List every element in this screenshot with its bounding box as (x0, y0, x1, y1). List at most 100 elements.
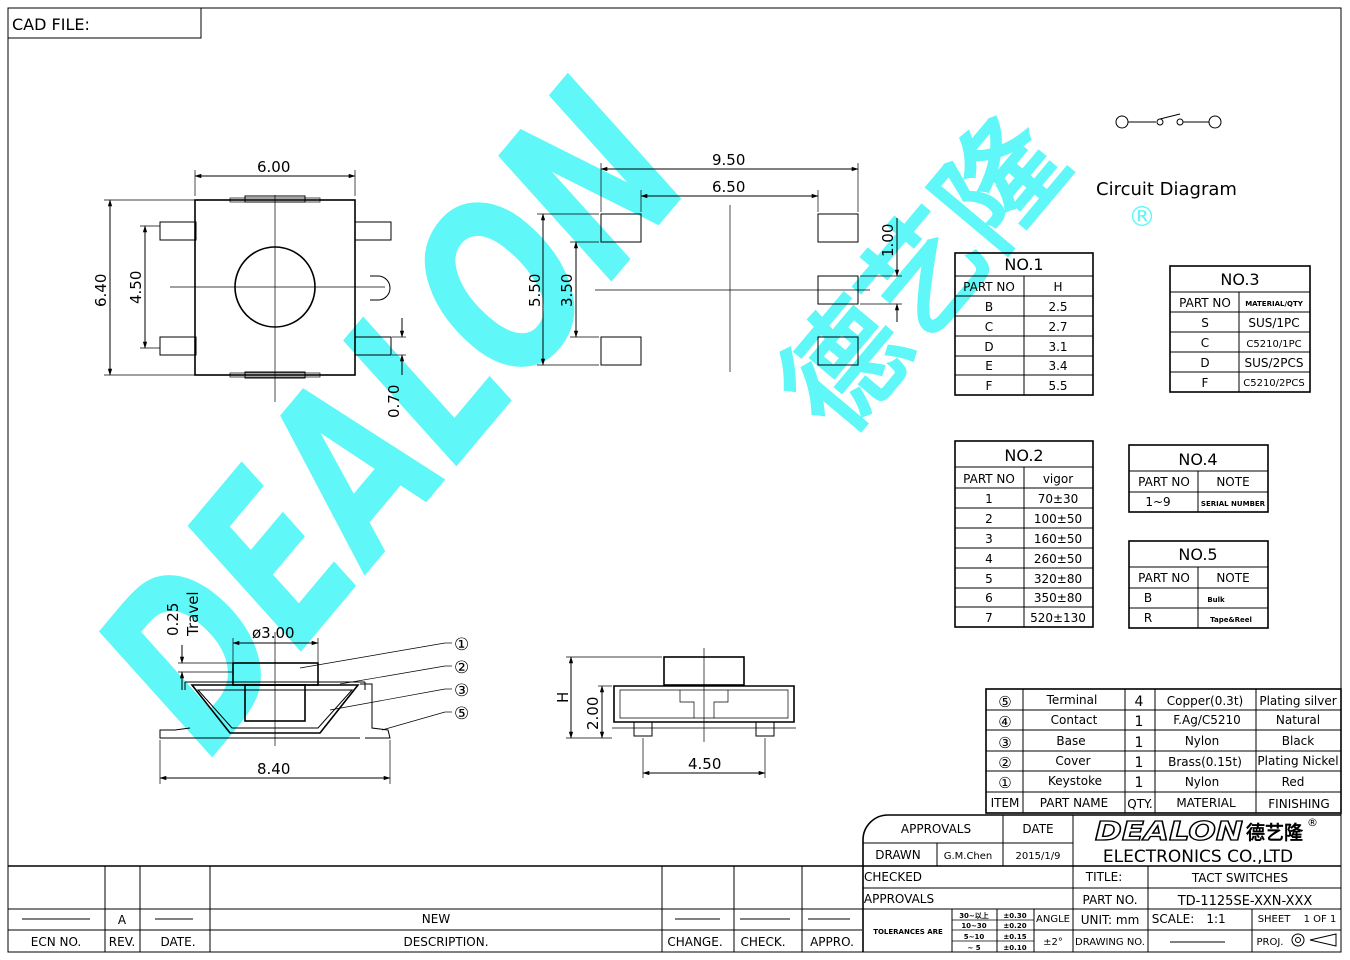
callout-1: ① (454, 635, 469, 655)
dim-front-h: H (554, 692, 572, 703)
logo-registered: ® (1307, 816, 1318, 829)
cad-file-box (7, 7, 202, 39)
table-cell: C5210/2PCS (1243, 378, 1305, 389)
dim-side-length: 8.40 (257, 760, 290, 778)
bom-cell: Plating Nickel (1257, 754, 1338, 768)
bom-cell: Red (1282, 775, 1305, 789)
revision-header: REV. (109, 935, 135, 949)
dim-top-inner-height: 4.50 (127, 271, 145, 304)
revision-header: CHECK. (740, 935, 785, 949)
watermark-registered-mark: ® (1128, 200, 1156, 233)
tolerance-cell: ±0.20 (1003, 922, 1026, 930)
dim-front-width: 4.50 (688, 755, 721, 773)
table-cell: 70±30 (1038, 492, 1079, 506)
bom-cell: 1 (1135, 775, 1144, 791)
title-block: APPROVALS DATE DRAWN G.M.Chen 2015/1/9 C… (8, 814, 1341, 952)
table-cell: 160±50 (1034, 532, 1082, 546)
callout-3: ③ (454, 681, 469, 701)
table-no3: NO.3 PART NO MATERIAL/QTY S SUS/1PC C C5… (1169, 265, 1311, 393)
bom-cell: ① (998, 774, 1011, 792)
side-section-view: 0.25 Travel ø3.00 8.40 ① ② ③ ⑤ (159, 591, 469, 784)
table-no5-header: NOTE (1216, 571, 1249, 585)
logo-cn: 德艺隆 (1246, 821, 1304, 844)
angle-value: ±2° (1043, 937, 1063, 948)
table-no1-title: NO.1 (1004, 255, 1043, 274)
table-no2-title: NO.2 (1004, 446, 1043, 465)
dim-travel-value: 0.25 (164, 603, 182, 636)
table-no3-title: NO.3 (1220, 270, 1259, 289)
bom-cell: Nylon (1185, 734, 1219, 748)
table-no5-header: PART NO (1138, 571, 1190, 585)
title-value: TACT SWITCHES (1191, 871, 1288, 885)
front-view: H 2.00 4.50 (554, 648, 796, 778)
bom-cell: 4 (1135, 694, 1144, 710)
callout-2: ② (454, 658, 469, 678)
bom-cell: F.Ag/C5210 (1173, 713, 1241, 727)
unit-label: UNIT: mm (1081, 913, 1140, 927)
table-cell: SERIAL NUMBER (1201, 500, 1266, 508)
tolerances-label: TOLERANCES ARE (873, 928, 943, 936)
table-no1-rows: B 2.5 C 2.7 D 3.1 E 3.4 F 5.5 (984, 300, 1067, 393)
proj-label: PROJ. (1257, 937, 1284, 948)
table-cell: 350±80 (1034, 591, 1082, 605)
scale-label: SCALE: (1152, 912, 1195, 926)
table-cell: F (986, 379, 993, 393)
table-cell: C (985, 320, 993, 334)
dim-pad-inner-width: 6.50 (712, 178, 745, 196)
table-cell: 1~9 (1145, 495, 1170, 509)
bom-cell: ⑤ (998, 693, 1011, 711)
approvals-label: APPROVALS (901, 822, 971, 836)
circuit-diagram: Circuit Diagram (1096, 113, 1237, 200)
revision-header: ECN NO. (31, 935, 82, 949)
company-logo: DEALON 德艺隆 ® (1094, 816, 1318, 848)
dim-front-height: 2.00 (584, 697, 602, 730)
table-cell: 320±80 (1034, 572, 1082, 586)
projection-symbol-icon (1291, 933, 1337, 947)
table-no4: NO.4 PART NO NOTE 1~9 SERIAL NUMBER (1128, 444, 1269, 513)
approvals2-label: APPROVALS (864, 892, 934, 906)
bom-cell: ② (998, 754, 1011, 772)
bom-cell: 1 (1135, 735, 1144, 751)
revision-header: APPRO. (810, 935, 854, 949)
top-view: 6.00 6.40 4.50 0.70 (92, 158, 406, 418)
table-cell: 5.5 (1048, 379, 1067, 393)
circuit-diagram-label: Circuit Diagram (1096, 179, 1237, 200)
bom-table: ⑤ Terminal 4 Copper(0.3t) Plating silver… (985, 688, 1342, 814)
table-cell: B (985, 300, 993, 314)
sheet-value: 1 OF 1 (1304, 914, 1337, 925)
bom-cell: Contact (1051, 713, 1098, 727)
table-cell: 5 (985, 572, 993, 586)
bom-cell: Copper(0.3t) (1167, 694, 1243, 708)
tolerance-cell: 5~10 (964, 933, 985, 941)
table-cell: 2 (985, 512, 993, 526)
bom-header: PART NAME (1040, 796, 1108, 810)
table-cell: SUS/1PC (1248, 316, 1299, 330)
dim-top-height: 6.40 (92, 274, 110, 307)
table-no3-header: MATERIAL/QTY (1245, 300, 1304, 308)
table-cell: S (1201, 316, 1209, 330)
sheet-label: SHEET (1258, 914, 1292, 925)
sheet-border (7, 7, 1342, 953)
drawing-no-label: DRAWING NO. (1075, 937, 1145, 948)
tolerance-cell: 30~以上 (959, 911, 989, 920)
table-cell: 1 (985, 492, 993, 506)
rev-value: A (118, 913, 127, 927)
tolerance-cell: 10~30 (961, 922, 986, 930)
table-cell: 7 (985, 611, 993, 625)
tolerance-cell: ~ 5 (967, 944, 980, 952)
table-cell: R (1144, 611, 1152, 625)
table-cell: SUS/2PCS (1245, 356, 1304, 370)
dim-pad-outer-width: 9.50 (712, 151, 745, 169)
dim-travel-label: Travel (184, 591, 202, 637)
drawn-label: DRAWN (875, 848, 921, 862)
bom-header: QTY. (1127, 797, 1153, 811)
scale-value: 1:1 (1206, 912, 1225, 926)
dim-button-diameter: ø3.00 (252, 624, 295, 642)
table-no1-header: PART NO (963, 280, 1015, 294)
checked-label: CHECKED (864, 870, 922, 884)
table-cell: B (1144, 591, 1152, 605)
bom-cell: Brass(0.15t) (1168, 755, 1242, 769)
table-no5: NO.5 PART NO NOTE B Bulk R Tape&Reel (1128, 540, 1269, 629)
callout-5: ⑤ (454, 704, 469, 724)
table-cell: Tape&Reel (1210, 616, 1252, 624)
